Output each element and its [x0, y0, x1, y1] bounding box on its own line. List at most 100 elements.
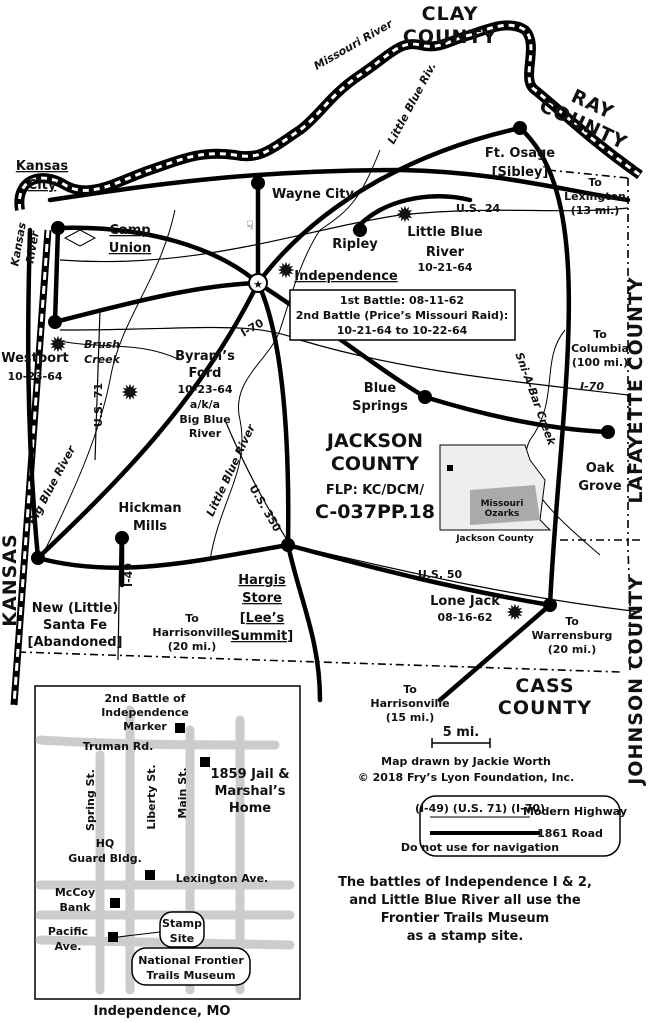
road-east	[437, 125, 572, 703]
museum-label: National Frontier	[138, 954, 244, 967]
blue-springs-label: Blue	[364, 381, 397, 396]
caption-4: as a stamp site.	[407, 929, 524, 944]
lexington-ave-label: Lexington Ave.	[176, 872, 268, 885]
jail-label-2: Marshal’s	[214, 784, 285, 799]
caption-3: Frontier Trails Museum	[381, 911, 549, 926]
us350	[224, 419, 291, 546]
marker-label: 2nd Battle of	[105, 692, 186, 705]
road-ripley	[352, 194, 473, 233]
us350-label: U.S. 350	[246, 482, 283, 534]
road-ftosage	[255, 125, 523, 286]
legend-modern-label: Modern Highway	[523, 805, 627, 818]
little-blue-river-battle-label-2: River	[426, 245, 465, 260]
spring-st-label: Spring St.	[84, 769, 97, 831]
museum-label-2: Trails Museum	[146, 969, 235, 982]
to-columbia-label: To	[593, 328, 607, 341]
to-warrensburg-label-2: Warrensburg	[532, 629, 613, 642]
hickman-mills-label: Hickman	[118, 501, 181, 516]
i70-east-label: I-70	[580, 380, 604, 393]
map-code: FLP: KC/DCM/	[326, 483, 424, 498]
svg-text:✹: ✹	[396, 203, 414, 228]
battle-box-line-3: 10-21-64 to 10-22-64	[337, 324, 468, 337]
big-blue-river-line	[39, 209, 176, 561]
kansas-city-label-2: City	[28, 178, 57, 193]
road-kc-independence	[55, 225, 261, 286]
oak-grove-label: Oak	[586, 461, 615, 476]
wayne-city-label: Wayne City	[272, 187, 355, 202]
us50-label: U.S. 50	[418, 568, 463, 581]
clay-county-label: CLAY	[422, 3, 479, 25]
pacific-ave-label-2: Ave.	[55, 940, 82, 953]
camp-union-label: Camp	[109, 223, 150, 238]
little-blue-river-line	[209, 149, 381, 561]
legend: (I-49) (U.S. 71) (I-70) Modern Highway 1…	[401, 795, 627, 857]
brush-creek-label-2: Creek	[84, 353, 120, 366]
brush-creek-label: Brush	[84, 338, 120, 351]
road-south	[35, 280, 261, 561]
independence-inset-map	[34, 685, 301, 1000]
marker-label-2: Independence	[101, 706, 189, 719]
scale-bar: 5 mi.	[431, 725, 491, 748]
battle-explosion-icons: ✹✹✹ ✹✹	[49, 203, 524, 626]
to-lexington-label: To	[588, 176, 602, 189]
oak-grove-label-2: Grove	[578, 479, 621, 494]
i70	[59, 326, 629, 396]
copyright: © 2018 Fry’s Lyon Foundation, Inc.	[358, 771, 575, 784]
byrams-ford-date: 10-23-64	[177, 383, 232, 396]
svg-text:✹: ✹	[121, 381, 139, 406]
to-columbia-label-3: (100 mi.)	[572, 356, 628, 369]
map-code-2: C-037PP.18	[315, 501, 435, 523]
stamp-site-label: Stamp	[162, 917, 202, 930]
westport-label: Westport	[1, 351, 69, 366]
byrams-ford-label-2: Ford	[188, 366, 221, 381]
to-harrisonville-15-label-2: Harrisonville	[370, 697, 449, 710]
map-title-2: COUNTY	[331, 453, 419, 475]
road-lonejack	[255, 280, 323, 703]
byrams-ford-aka: a/k/a	[190, 398, 220, 411]
little-blue-top-label: Little Blue Riv.	[385, 60, 439, 146]
missouri-river-dashes	[17, 23, 641, 211]
i49	[117, 539, 121, 661]
clay-county-label-2: COUNTY	[403, 26, 497, 48]
town-dots	[31, 121, 615, 612]
pointing-hand-icon: ☟	[246, 219, 254, 234]
hargis-store-label-2: Store	[242, 591, 282, 606]
to-harrisonville-20-label-3: (20 mi.)	[168, 640, 217, 653]
hickman-mills-label-2: Mills	[133, 519, 167, 534]
missouri-state-inset: Missouri Ozarks Jackson County	[439, 444, 552, 544]
lone-jack-label: Lone Jack	[430, 594, 500, 609]
map-title: JACKSON	[325, 430, 423, 452]
cass-county-label-2: COUNTY	[498, 697, 592, 719]
hargis-store-label-3: [Lee’s	[240, 611, 285, 626]
to-columbia-label-2: Columbia	[571, 342, 629, 355]
svg-text:✹: ✹	[277, 259, 295, 284]
byrams-ford-alt-2: River	[189, 427, 222, 440]
ft-osage-label-2: [Sibley]	[492, 165, 549, 180]
road-westport-independence	[52, 280, 261, 325]
johnson-county-label: JOHNSON COUNTY	[625, 575, 647, 787]
to-lexington-label-3: (13 mi.)	[571, 204, 620, 217]
state-inset-caption: Jackson County	[455, 534, 534, 544]
lafayette-county-label: LAFAYETTE COUNTY	[625, 276, 647, 503]
camp-union-label-2: Union	[109, 241, 151, 256]
us24-label: U.S. 24	[456, 202, 501, 215]
mccoy-bank-label-2: Bank	[60, 901, 92, 914]
blue-springs-label-2: Springs	[352, 399, 408, 414]
mccoy-bank-label: McCoy	[55, 886, 95, 899]
new-santa-fe-label: New (Little)	[32, 601, 119, 616]
i49-label: I-49	[122, 563, 135, 587]
kansas-state-label: KANSAS	[0, 533, 21, 626]
hq-label: HQ	[96, 837, 115, 850]
westport-date: 10-23-64	[7, 370, 62, 383]
road-kc-westport	[52, 225, 61, 325]
battle-box-line-1: 1st Battle: 08-11-62	[340, 294, 464, 307]
to-warrensburg-label: To	[565, 615, 579, 628]
scale-label: 5 mi.	[443, 725, 480, 740]
to-warrensburg-label-3: (20 mi.)	[548, 643, 597, 656]
truman-rd-label: Truman Rd.	[83, 740, 154, 753]
cass-county-label: CASS	[515, 675, 574, 697]
independence-battle-box	[289, 289, 516, 341]
liberty-st-label: Liberty St.	[145, 764, 158, 829]
ray-county-line	[547, 169, 629, 179]
us24	[59, 207, 629, 263]
